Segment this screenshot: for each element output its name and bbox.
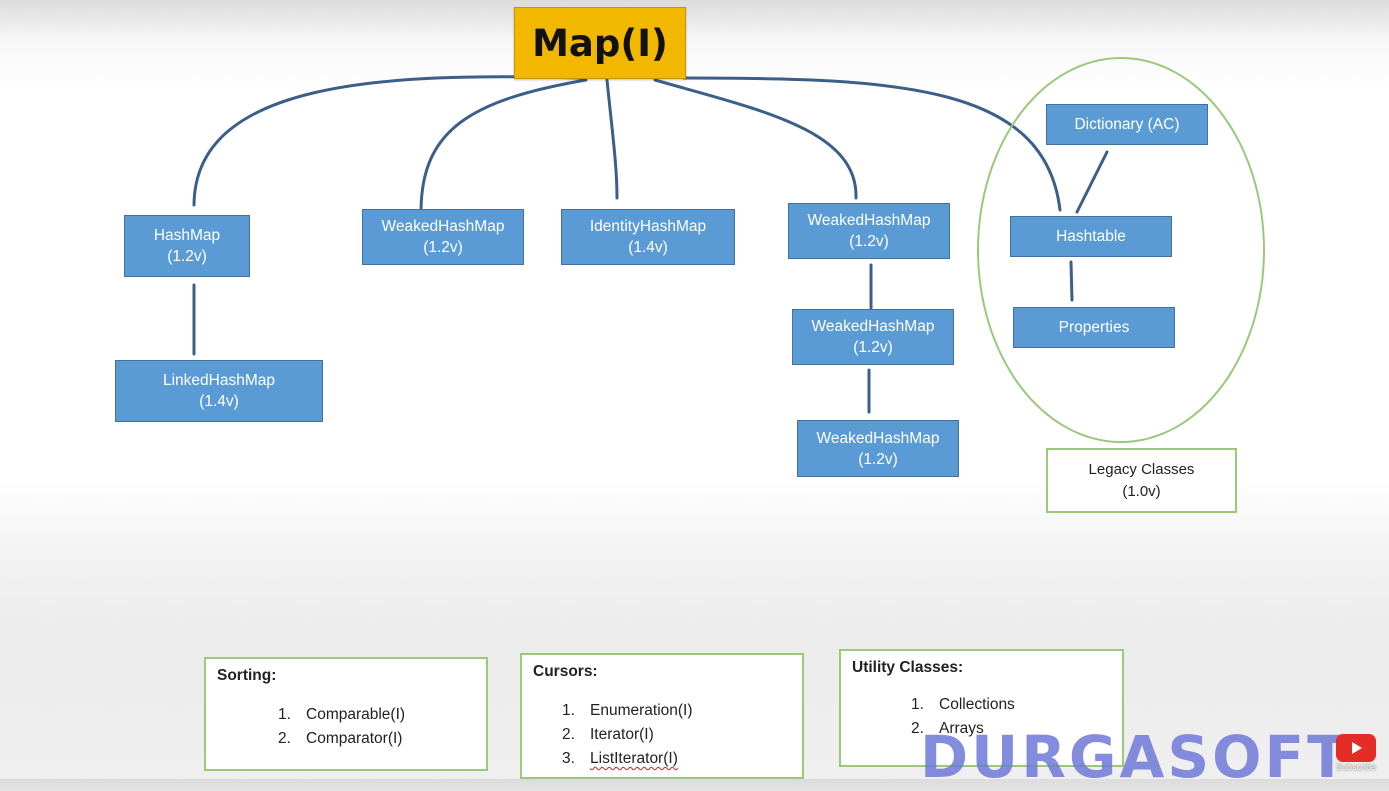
node-weakedhashmap-2: WeakedHashMap (1.2v) [788, 203, 950, 259]
node-weakedhashmap-1: WeakedHashMap (1.2v) [362, 209, 524, 265]
list-item-text: ListIterator(I) [590, 750, 678, 767]
list-item-text: Arrays [939, 720, 984, 737]
sorting-item: 2. Comparator(I) [278, 727, 405, 751]
node-weakedhashmap-1-name: WeakedHashMap [381, 218, 505, 235]
node-hashmap-name: HashMap [153, 227, 221, 244]
node-weakedhashmap-1-version: (1.2v) [423, 239, 463, 256]
node-linkedhashmap-version: (1.4v) [199, 393, 239, 410]
node-identityhashmap-name: IdentityHashMap [589, 218, 707, 235]
node-hashmap: HashMap (1.2v) [124, 215, 250, 277]
sorting-title: Sorting: [217, 667, 277, 684]
node-weakedhashmap-4: WeakedHashMap (1.2v) [797, 420, 959, 477]
sorting-list: 1. Comparable(I) 2. Comparator(I) [278, 703, 405, 751]
legacy-classes-label: Legacy Classes (1.0v) [1046, 448, 1237, 513]
node-weakedhashmap-2-version: (1.2v) [849, 233, 889, 250]
cursors-title: Cursors: [533, 663, 598, 680]
list-item-text: Iterator(I) [590, 726, 654, 743]
list-number: 2. [278, 730, 291, 747]
map-root-node: Map(I) [514, 7, 686, 79]
node-dictionary: Dictionary (AC) [1046, 104, 1208, 145]
node-identityhashmap: IdentityHashMap (1.4v) [561, 209, 735, 265]
list-number: 2. [562, 726, 575, 743]
connector-map-weakedhashmap-1 [419, 78, 588, 212]
connector-map-weakedhashmap-2 [653, 78, 858, 200]
node-weakedhashmap-4-name: WeakedHashMap [816, 429, 940, 447]
node-hashmap-version: (1.2v) [167, 248, 207, 265]
utility-item: 1. Collections [911, 693, 1015, 717]
node-weakedhashmap-3-name: WeakedHashMap [811, 318, 935, 335]
list-number: 2. [911, 720, 924, 737]
list-item-text: Comparator(I) [306, 730, 403, 747]
youtube-subscribe-button[interactable] [1336, 734, 1376, 762]
cursors-box: Cursors: 1. Enumeration(I) 2. Iterator(I) … [520, 653, 804, 779]
node-properties-name: Properties [1058, 319, 1130, 336]
node-dictionary-name: Dictionary (AC) [1074, 116, 1180, 133]
list-number: 1. [911, 696, 924, 713]
sorting-box: Sorting: 1. Comparable(I) 2. Comparator(I) [204, 657, 488, 771]
utility-classes-list: 1. Collections 2. Arrays [911, 693, 1015, 741]
node-hashtable-name: Hashtable [1056, 228, 1126, 245]
list-item-text: Comparable(I) [306, 706, 406, 723]
list-item-text: Collections [939, 696, 1015, 713]
node-weakedhashmap-2-name: WeakedHashMap [807, 212, 931, 229]
legacy-classes-ellipse [977, 57, 1265, 443]
connector-map-hashmap [192, 75, 584, 207]
cursors-item: 3. ListIterator(I) [562, 747, 693, 771]
list-number: 3. [562, 750, 575, 767]
utility-item: 2. Arrays [911, 717, 1015, 741]
node-properties: Properties [1013, 307, 1175, 348]
node-hashtable: Hashtable [1010, 216, 1172, 257]
list-number: 1. [562, 702, 575, 719]
node-weakedhashmap-4-version: (1.2v) [858, 450, 898, 468]
cursors-item: 2. Iterator(I) [562, 723, 693, 747]
youtube-subscribe-label[interactable]: Subscribe [1336, 762, 1377, 772]
durgasoft-watermark: DURGASOFT [920, 723, 1350, 791]
node-linkedhashmap: LinkedHashMap (1.4v) [115, 360, 323, 422]
list-item-text: Enumeration(I) [590, 702, 693, 719]
cursors-item: 1. Enumeration(I) [562, 699, 693, 723]
sorting-item: 1. Comparable(I) [278, 703, 405, 727]
list-number: 1. [278, 706, 291, 723]
legacy-classes-title: Legacy Classes [1088, 460, 1195, 478]
node-weakedhashmap-3: WeakedHashMap (1.2v) [792, 309, 954, 365]
play-icon [1352, 742, 1362, 754]
map-root-label: Map(I) [532, 21, 668, 65]
cursors-list: 1. Enumeration(I) 2. Iterator(I) 3. ListIte… [562, 699, 693, 771]
node-identityhashmap-version: (1.4v) [628, 239, 668, 256]
node-linkedhashmap-name: LinkedHashMap [162, 372, 275, 389]
utility-classes-title: Utility Classes: [852, 659, 964, 676]
connector-map-identityhashmap [605, 78, 619, 200]
utility-classes-box: Utility Classes: 1. Collections 2. Arrays [839, 649, 1124, 767]
node-weakedhashmap-3-version: (1.2v) [853, 339, 893, 356]
legacy-classes-version: (1.0v) [1122, 482, 1161, 500]
